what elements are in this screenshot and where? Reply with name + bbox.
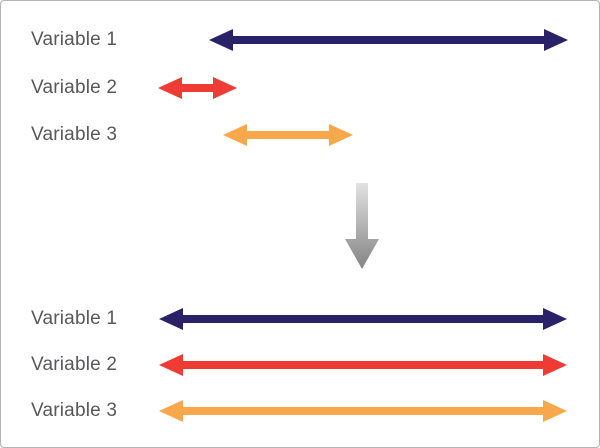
range-arrow (159, 399, 567, 423)
arrowhead-right-icon (543, 308, 567, 330)
arrowhead-left-icon (159, 308, 183, 330)
arrow-shaft (176, 84, 219, 92)
variable-row: Variable 1 (1, 28, 599, 52)
arrow-shaft (241, 131, 335, 139)
arrowhead-right-icon (543, 354, 567, 376)
variable-row: Variable 3 (1, 123, 599, 147)
variable-row: Variable 3 (1, 399, 599, 423)
range-arrow (158, 76, 237, 100)
arrowhead-left-icon (223, 124, 247, 146)
arrowhead-left-icon (159, 400, 183, 422)
variable-row: Variable 2 (1, 353, 599, 377)
variable-row: Variable 1 (1, 307, 599, 331)
arrowhead-right-icon (543, 400, 567, 422)
arrowhead-right-icon (544, 29, 568, 51)
range-arrow (209, 28, 568, 52)
variable-label: Variable 2 (31, 354, 118, 375)
variable-label: Variable 3 (31, 400, 118, 421)
arrow-shaft (177, 407, 549, 415)
range-arrow (159, 353, 567, 377)
arrowhead-right-icon (213, 77, 237, 99)
range-arrow (159, 307, 567, 331)
variable-label: Variable 2 (31, 77, 118, 98)
variable-label: Variable 1 (31, 29, 118, 50)
arrowhead-left-icon (209, 29, 233, 51)
arrowhead-left-icon (158, 77, 182, 99)
variable-label: Variable 1 (31, 308, 118, 329)
down-arrow-icon (345, 183, 379, 269)
arrow-shaft (177, 315, 549, 323)
arrowhead-left-icon (159, 354, 183, 376)
arrow-shaft (227, 36, 550, 44)
variable-row: Variable 2 (1, 76, 599, 100)
arrowhead-right-icon (329, 124, 353, 146)
arrow-shaft (177, 361, 549, 369)
range-arrow (223, 123, 353, 147)
variable-label: Variable 3 (31, 124, 118, 145)
